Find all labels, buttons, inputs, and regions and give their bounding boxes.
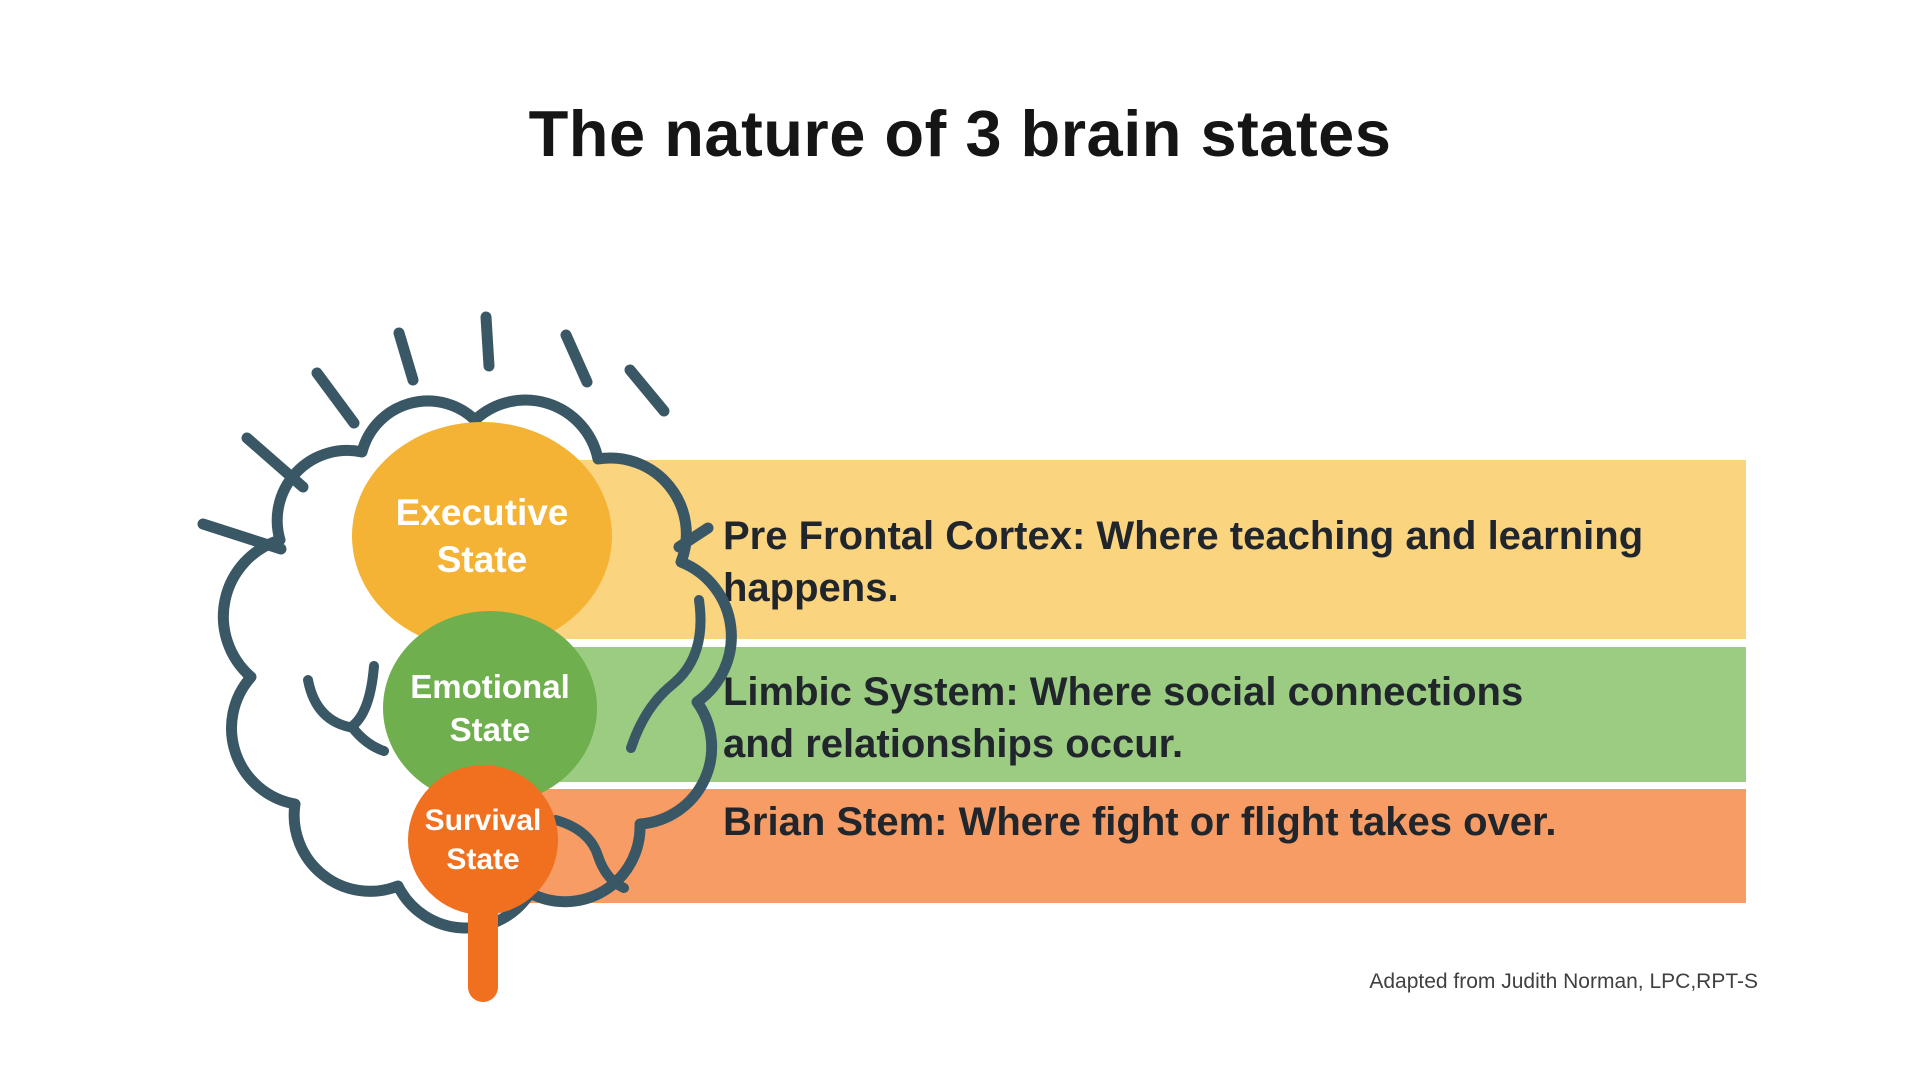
- survival-state-label: Survival State: [424, 804, 542, 876]
- brain-fissures: [303, 595, 706, 893]
- page-title: The nature of 3 brain states: [528, 97, 1392, 170]
- survival-state-circle: Survival State: [408, 765, 558, 915]
- attribution-text: Adapted from Judith Norman, LPC,RPT-S: [1369, 970, 1758, 993]
- band-survival-state: Brian Stem: Where fight or flight takes …: [520, 789, 1746, 903]
- executive-state-label: Executive State: [395, 492, 569, 580]
- brain-rays: [197, 311, 714, 555]
- band-executive-description: Pre Frontal Cortex: Where teaching and l…: [723, 514, 1644, 610]
- band-survival-description: Brian Stem: Where fight or flight takes …: [723, 800, 1557, 844]
- band-emotional-description: Limbic System: Where social connections …: [723, 670, 1524, 766]
- emotional-state-label: Emotional State: [410, 668, 570, 748]
